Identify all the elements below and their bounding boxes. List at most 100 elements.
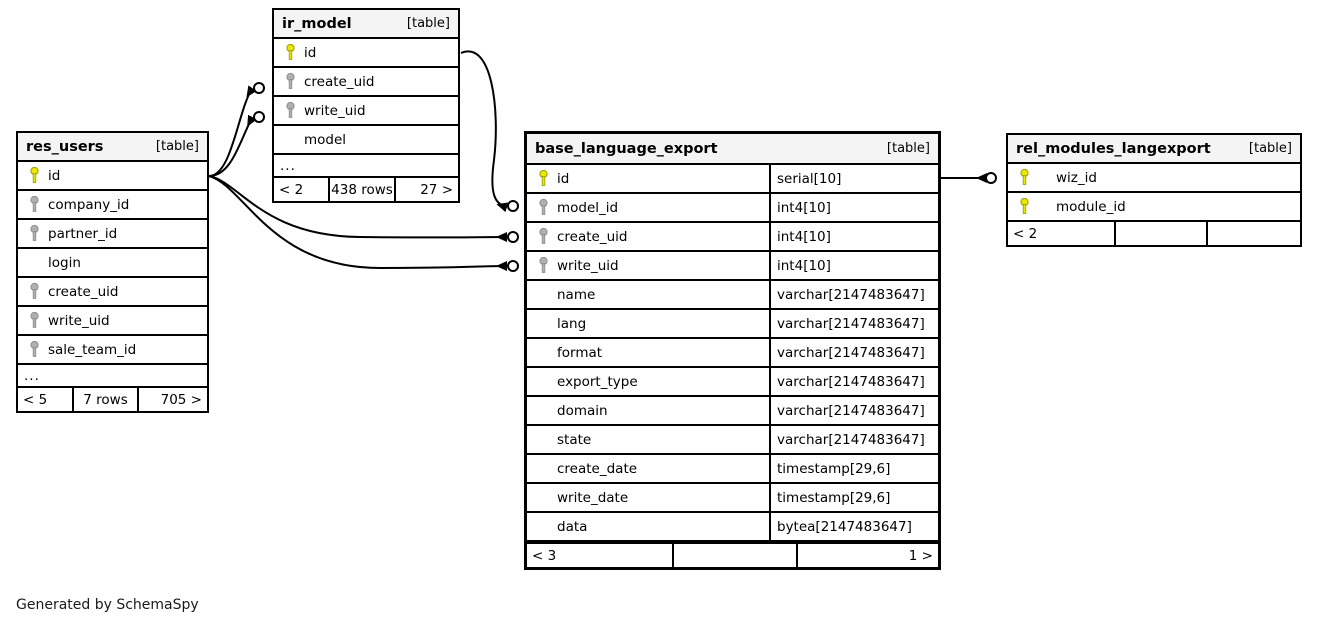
column-name: wiz_id [1056,169,1097,186]
table-header-ir_model: ir_model [table] [274,10,458,39]
foreign-key-icon [280,73,300,90]
foreign-key-icon [533,199,553,216]
table-row[interactable]: create_date timestamp[29,6] [527,455,938,484]
edge-res_users-id-to-ir_model-write_uid [208,114,257,177]
table-row[interactable]: id [18,162,207,191]
primary-key-icon [280,44,300,61]
column-cell: domain [527,397,771,424]
column-name: module_id [1056,198,1126,215]
column-cell: module_id [1008,193,1300,220]
column-cell: data [527,513,771,540]
column-name: data [557,518,588,535]
edge-ir_model-id-to-base_language_export-model_id [460,50,509,213]
column-type: varchar[2147483647] [777,373,925,390]
table-row[interactable]: format varchar[2147483647] [527,339,938,368]
table-row[interactable]: partner_id [18,220,207,249]
table-ir_model[interactable]: ir_model [table] id create_uid [272,8,460,203]
foreign-key-icon [24,196,44,213]
foreign-key-icon [24,341,44,358]
generated-by-credit: Generated by SchemaSpy [16,597,199,613]
column-name: export_type [557,373,638,390]
column-name: id [557,170,570,187]
table-row[interactable]: name varchar[2147483647] [527,281,938,310]
edge-endpoint-circle [507,260,519,272]
footer-next-link[interactable]: 1 > [908,547,933,564]
table-title: rel_modules_langexport [1016,140,1211,157]
table-row[interactable]: write_uid [18,307,207,336]
footer-next-link[interactable]: 705 > [160,391,202,408]
column-name: id [48,167,61,184]
column-name: write_date [557,489,629,506]
footer-row-count: 438 rows [330,178,396,201]
more-columns-indicator: ... [274,155,458,178]
column-type: timestamp[29,6] [777,460,891,477]
table-row[interactable]: id serial[10] [527,165,938,194]
table-base_language_export[interactable]: base_language_export [table] id serial[1… [524,131,941,570]
primary-key-icon [1014,169,1034,186]
table-row[interactable]: write_uid [274,97,458,126]
column-cell: state [527,426,771,453]
column-cell: login [18,249,207,276]
table-row[interactable]: sale_team_id [18,336,207,365]
column-cell: create_date [527,455,771,482]
table-row[interactable]: create_uid [18,278,207,307]
column-cell: name [527,281,771,308]
table-row[interactable]: create_uid [274,68,458,97]
column-name: id [304,44,317,61]
table-res_users[interactable]: res_users [table] id company_id [16,131,209,413]
footer-next-link[interactable]: 27 > [420,181,453,198]
table-row[interactable]: write_date timestamp[29,6] [527,484,938,513]
column-type: int4[10] [777,228,831,245]
column-type: varchar[2147483647] [777,402,925,419]
column-cell: export_type [527,368,771,395]
table-row[interactable]: state varchar[2147483647] [527,426,938,455]
table-row[interactable]: module_id [1008,193,1300,222]
foreign-key-icon [280,102,300,119]
primary-key-icon [1014,198,1034,215]
column-cell: model_id [527,194,771,221]
table-row[interactable]: create_uid int4[10] [527,223,938,252]
table-row[interactable]: id [274,39,458,68]
column-name: domain [557,402,608,419]
primary-key-icon [24,167,44,184]
edge-endpoint-circle [507,200,519,212]
column-name: model_id [557,199,619,216]
footer-prev-link[interactable]: < 3 [527,544,674,567]
table-rel_modules_langexport[interactable]: rel_modules_langexport [table] wiz_id mo… [1006,133,1302,247]
footer-row-count: 7 rows [74,388,139,411]
table-type-tag: [table] [406,16,450,31]
more-columns-indicator: ... [18,365,207,388]
column-type: varchar[2147483647] [777,315,925,332]
column-cell: write_uid [18,307,207,334]
footer-prev-link[interactable]: < 5 [18,388,74,411]
footer-prev-link[interactable]: < 2 [274,178,330,201]
column-type: bytea[2147483647] [777,518,912,535]
table-row[interactable]: login [18,249,207,278]
column-type: serial[10] [777,170,842,187]
column-type: int4[10] [777,199,831,216]
table-row[interactable]: model_id int4[10] [527,194,938,223]
table-row[interactable]: wiz_id [1008,164,1300,193]
table-title: ir_model [282,15,352,32]
edge-endpoint-circle [507,231,519,243]
footer-next-link[interactable] [1208,222,1300,245]
column-name: partner_id [48,225,118,242]
column-name: write_uid [48,312,110,329]
table-row[interactable]: export_type varchar[2147483647] [527,368,938,397]
column-name: create_date [557,460,638,477]
column-type: timestamp[29,6] [777,489,891,506]
table-row[interactable]: data bytea[2147483647] [527,513,938,542]
table-row[interactable]: domain varchar[2147483647] [527,397,938,426]
table-row[interactable]: lang varchar[2147483647] [527,310,938,339]
table-header-base_language_export: base_language_export [table] [527,134,938,165]
table-header-res_users: res_users [table] [18,133,207,162]
foreign-key-icon [24,312,44,329]
column-cell: write_uid [527,252,771,279]
column-name: state [557,431,592,448]
footer-prev-link[interactable]: < 2 [1008,222,1116,245]
table-row[interactable]: model [274,126,458,155]
table-row[interactable]: write_uid int4[10] [527,252,938,281]
column-cell: write_uid [274,97,458,124]
table-row[interactable]: company_id [18,191,207,220]
